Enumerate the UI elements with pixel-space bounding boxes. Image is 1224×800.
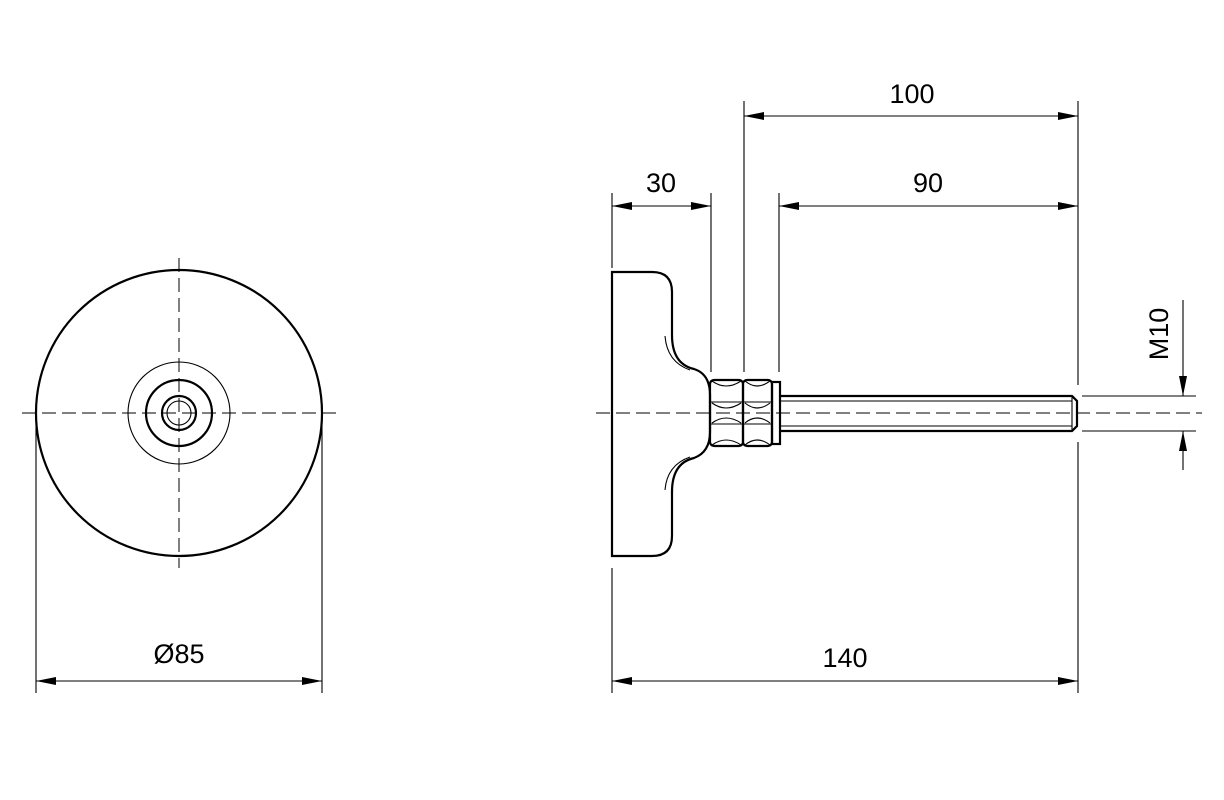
dim-140-arrow-left [612, 677, 632, 685]
dim-100-arrow-right [1058, 112, 1078, 120]
nut-1-arcs [711, 380, 742, 446]
m10-arrow-top [1179, 376, 1187, 396]
m10-label: M10 [1144, 308, 1174, 361]
dim-90-label: 90 [913, 168, 943, 198]
dim-30-arrow-left [612, 202, 632, 210]
dim-30-label: 30 [646, 168, 676, 198]
dim-90-arrow-left [779, 202, 799, 210]
dim-90-arrow-right [1058, 202, 1078, 210]
dim-100-label: 100 [889, 79, 934, 109]
diameter-arrow-left [36, 677, 56, 685]
base-pad-outline [610, 270, 712, 558]
nut-2-arcs [744, 380, 771, 446]
base-pad-inner-curve [664, 335, 691, 491]
dim-140-arrow-right [1058, 677, 1078, 685]
diameter-label: Ø85 [153, 639, 204, 669]
front-view: Ø85 [22, 258, 336, 693]
side-view: 30 100 90 140 M10 [596, 79, 1202, 693]
diameter-arrow-right [302, 677, 322, 685]
base-outer-circle [34, 268, 324, 558]
dim-30-arrow-right [691, 202, 711, 210]
dim-100-arrow-left [744, 112, 764, 120]
dim-140-label: 140 [822, 643, 867, 673]
m10-arrow-bottom [1179, 431, 1187, 451]
